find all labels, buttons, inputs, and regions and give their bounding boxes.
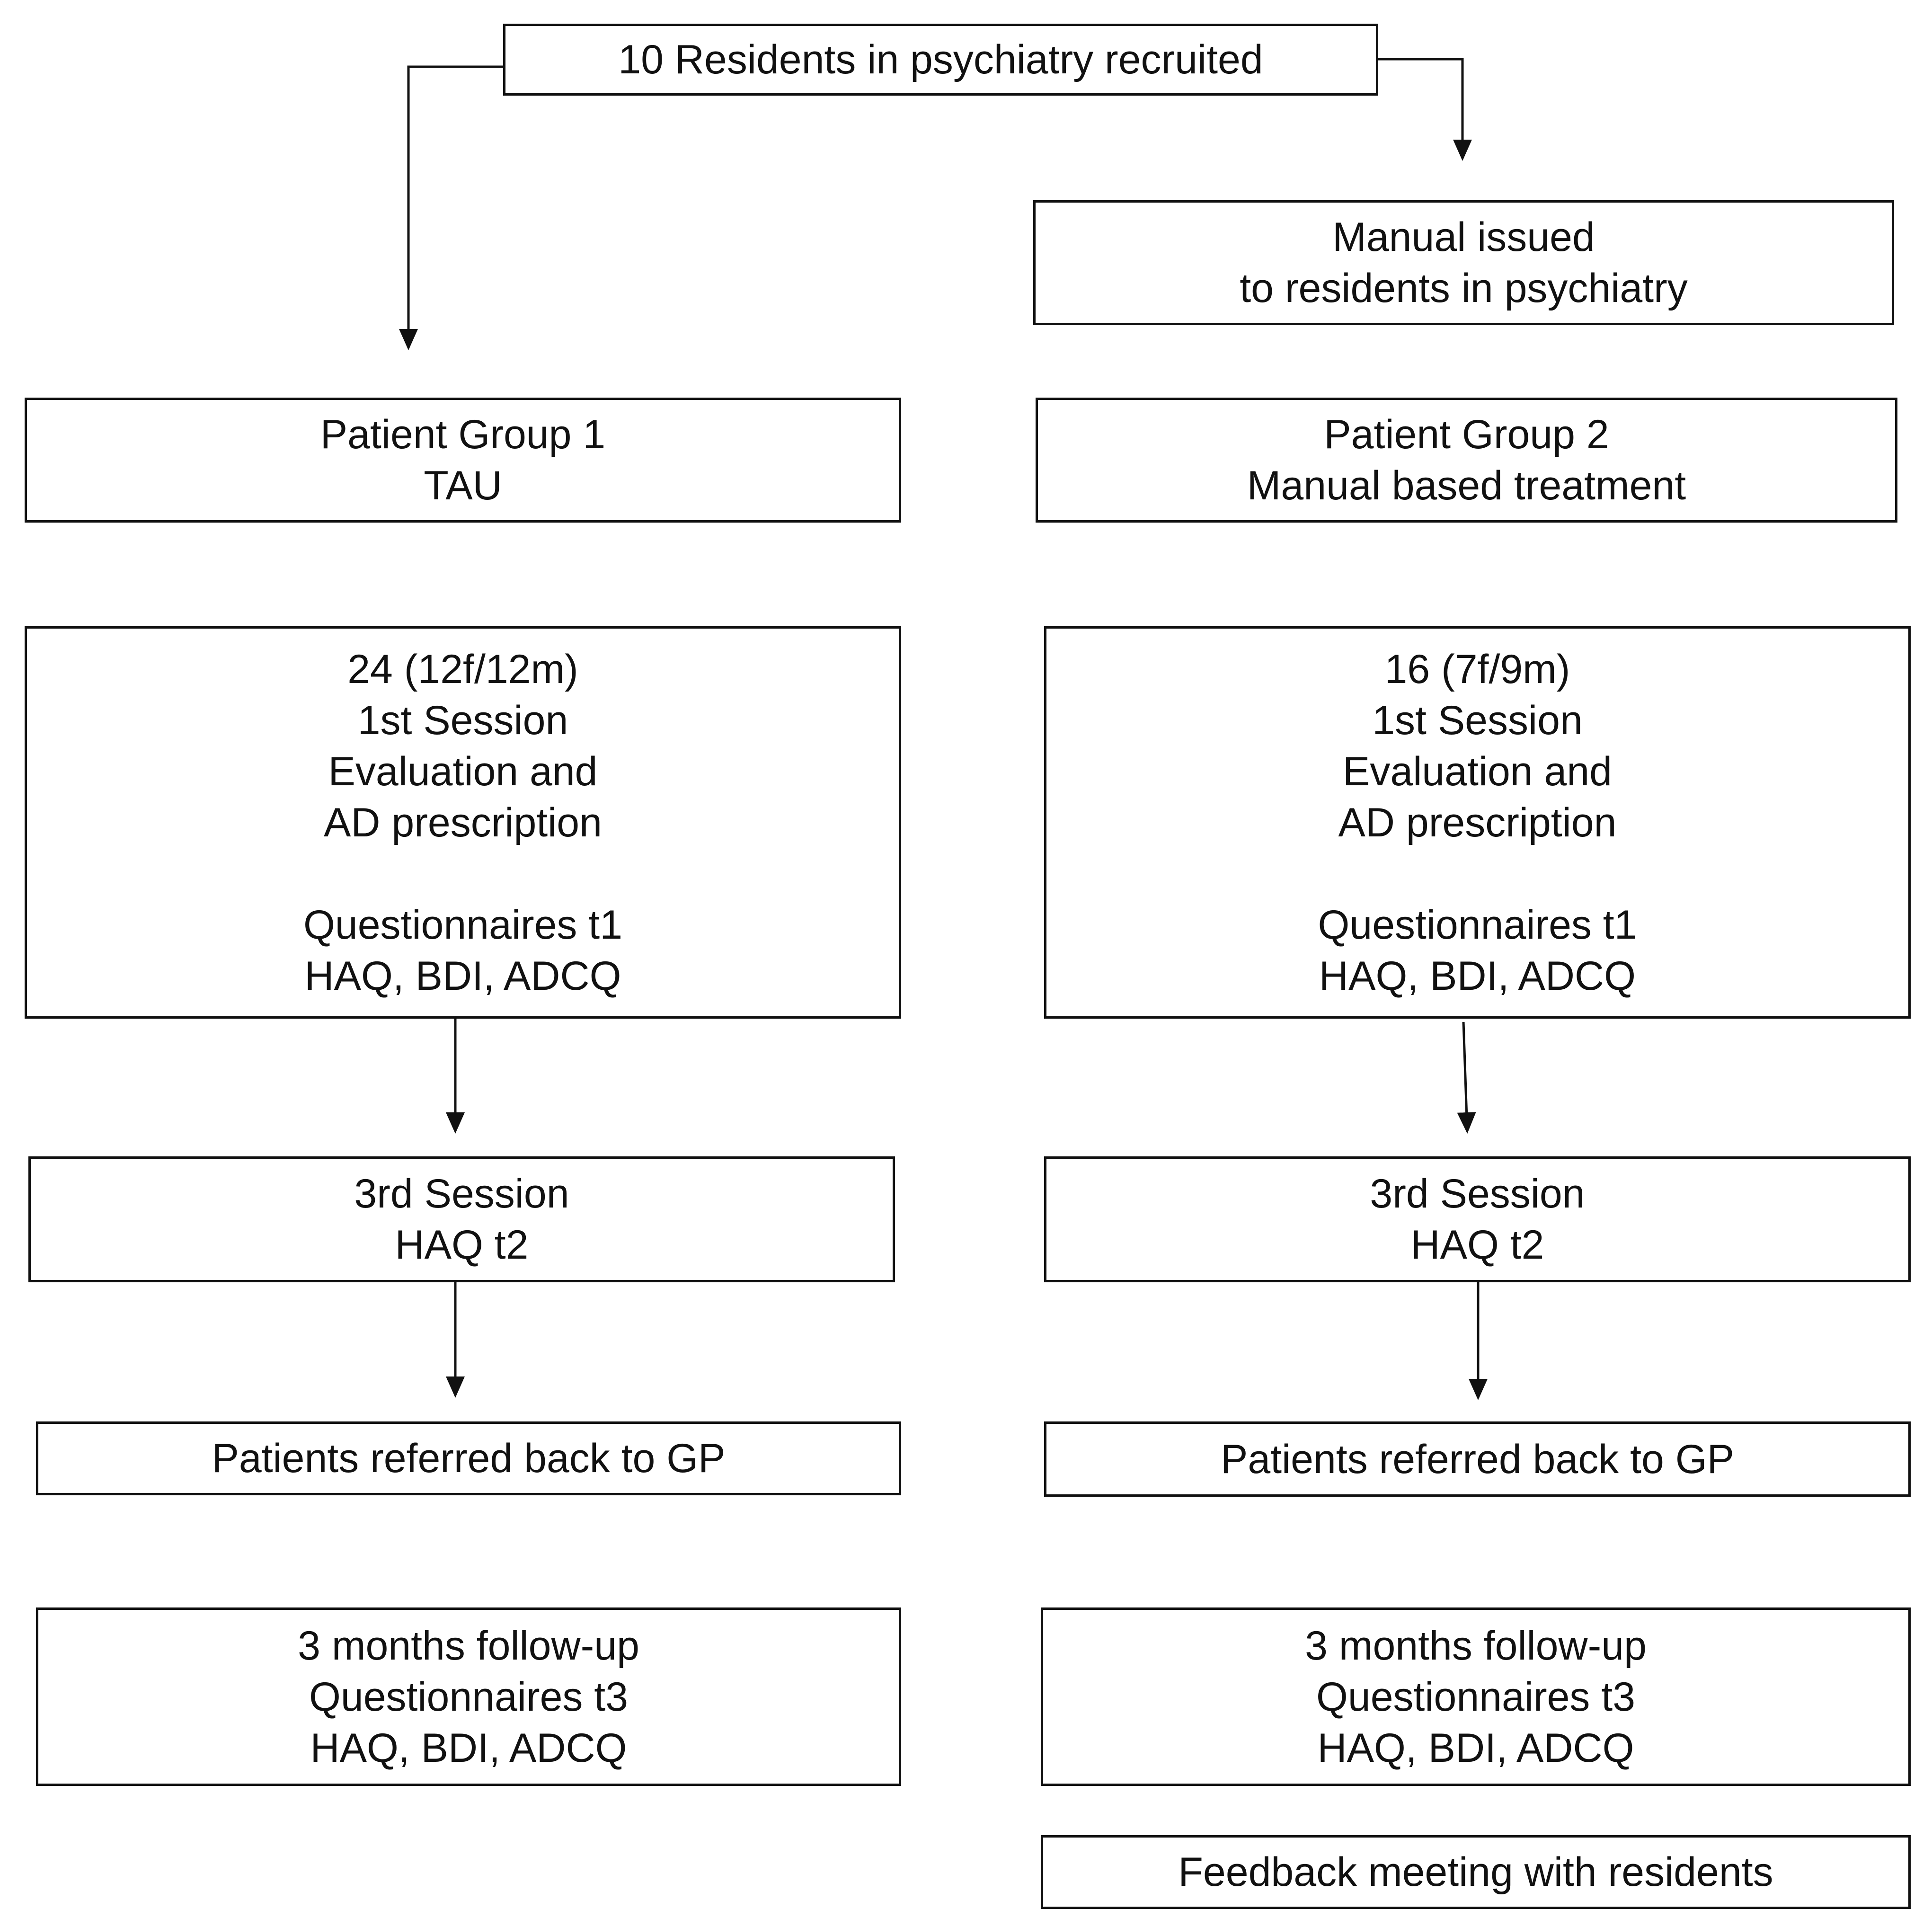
- group2-session1-eval: Evaluation and: [1343, 748, 1612, 794]
- group1-header-box: Patient Group 1 TAU: [25, 398, 901, 523]
- group1-subtitle: TAU: [424, 463, 502, 508]
- group1-session1-prescription: AD prescription: [324, 799, 602, 845]
- group2-session1-questionnaires: Questionnaires t1: [1318, 902, 1637, 948]
- group1-session1-instruments: HAQ, BDI, ADCQ: [304, 953, 621, 999]
- manual-issued-line2: to residents in psychiatry: [1240, 266, 1688, 311]
- group1-followup-instruments: HAQ, BDI, ADCQ: [310, 1725, 627, 1771]
- group1-session1-questionnaires: Questionnaires t1: [303, 902, 623, 948]
- arrow-recruited-to-group1: [399, 65, 503, 350]
- group1-followup-title: 3 months follow-up: [298, 1623, 639, 1669]
- group1-session1-eval: Evaluation and: [328, 748, 598, 794]
- group2-session3-title: 3rd Session: [1370, 1171, 1585, 1217]
- group1-followup-box: 3 months follow-up Questionnaires t3 HAQ…: [36, 1607, 901, 1786]
- group2-followup-questionnaires: Questionnaires t3: [1316, 1674, 1636, 1720]
- group2-referred-text: Patients referred back to GP: [1220, 1436, 1735, 1482]
- recruited-box: 10 Residents in psychiatry recruited: [503, 24, 1378, 96]
- group2-session1-count: 16 (7f/9m): [1384, 646, 1570, 692]
- group2-subtitle: Manual based treatment: [1247, 463, 1686, 508]
- group2-header-box: Patient Group 2 Manual based treatment: [1036, 398, 1897, 523]
- group1-session3-box: 3rd Session HAQ t2: [28, 1156, 895, 1282]
- group1-session1-title: 1st Session: [357, 697, 568, 743]
- group2-session1-instruments: HAQ, BDI, ADCQ: [1319, 953, 1636, 999]
- group2-followup-title: 3 months follow-up: [1305, 1623, 1647, 1669]
- group1-referred-text: Patients referred back to GP: [212, 1436, 726, 1481]
- group2-session1-title: 1st Session: [1372, 697, 1583, 743]
- group1-followup-questionnaires: Questionnaires t3: [309, 1674, 629, 1720]
- group1-session3-measure: HAQ t2: [395, 1222, 529, 1268]
- group2-feedback-text: Feedback meeting with residents: [1178, 1849, 1773, 1895]
- arrow-recruited-to-manual: [1376, 58, 1472, 161]
- group2-followup-instruments: HAQ, BDI, ADCQ: [1317, 1725, 1634, 1771]
- group2-session3-box: 3rd Session HAQ t2: [1044, 1156, 1911, 1282]
- group1-title: Patient Group 1: [320, 412, 606, 457]
- group1-session1-count: 24 (12f/12m): [347, 646, 578, 692]
- arrow-g2-session1-to-session3: [1457, 1021, 1476, 1134]
- manual-issued-box: Manual issued to residents in psychiatry: [1033, 200, 1894, 325]
- group1-session3-title: 3rd Session: [354, 1171, 569, 1217]
- group2-session1-prescription: AD prescription: [1338, 799, 1617, 845]
- manual-issued-line1: Manual issued: [1332, 214, 1595, 260]
- group2-session1-box: 16 (7f/9m) 1st Session Evaluation and AD…: [1044, 626, 1911, 1019]
- group1-referred-box: Patients referred back to GP: [36, 1421, 901, 1495]
- recruited-text: 10 Residents in psychiatry recruited: [618, 37, 1263, 82]
- group2-followup-box: 3 months follow-up Questionnaires t3 HAQ…: [1041, 1607, 1911, 1786]
- group2-feedback-box: Feedback meeting with residents: [1041, 1835, 1911, 1909]
- group2-title: Patient Group 2: [1324, 412, 1609, 457]
- group1-session1-box: 24 (12f/12m) 1st Session Evaluation and …: [25, 626, 901, 1019]
- group2-referred-box: Patients referred back to GP: [1044, 1421, 1911, 1497]
- group2-session3-measure: HAQ t2: [1410, 1222, 1544, 1268]
